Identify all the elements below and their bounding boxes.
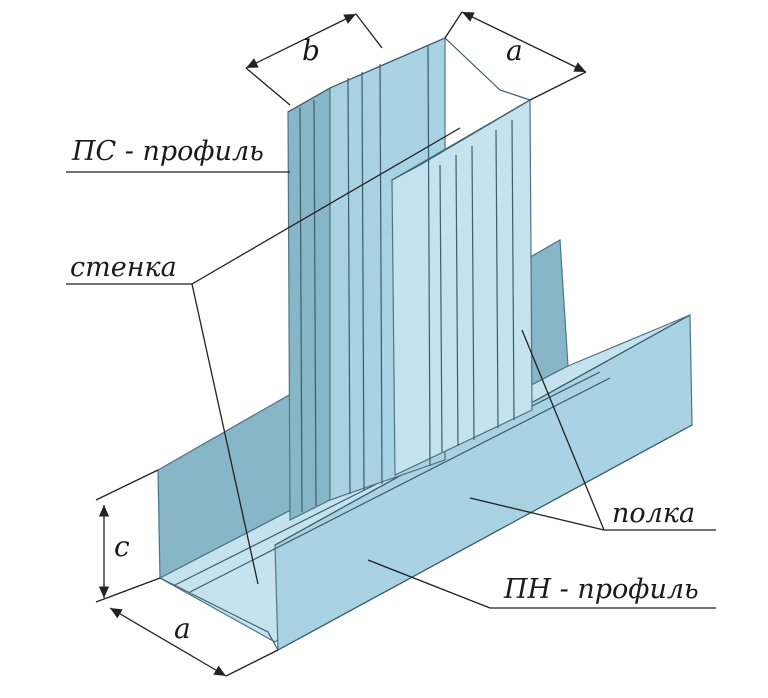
dim-label-b-top: b — [302, 34, 320, 67]
dimension-c-side — [95, 469, 161, 603]
leader-lines — [66, 127, 716, 609]
dimension-b-top — [245, 13, 383, 106]
label-ps-profile: ПС - профиль — [71, 136, 264, 167]
label-flange: полка — [612, 498, 695, 529]
dim-label-c-side: c — [114, 530, 130, 563]
dim-label-a-top: a — [506, 34, 523, 67]
label-pn-profile: ПН - профиль — [503, 574, 699, 605]
dim-label-a-bottom: a — [174, 612, 191, 645]
label-wall: стенка — [70, 252, 177, 283]
dimension-a-top — [444, 11, 587, 101]
dimension-a-bottom — [109, 607, 279, 677]
ps-left-flange — [287, 86, 331, 521]
